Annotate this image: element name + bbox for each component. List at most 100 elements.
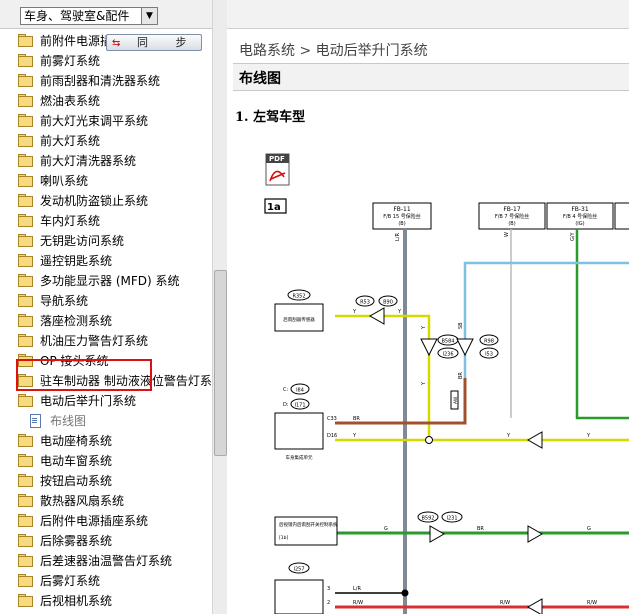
folder-icon [18, 114, 33, 127]
tree-item-folder[interactable]: 按钮启动系统 [0, 471, 212, 491]
tree-scrollbar[interactable] [212, 0, 227, 614]
tree-item-folder[interactable]: 发动机防盗锁止系统 [0, 191, 212, 211]
svg-text:I171: I171 [294, 403, 305, 409]
folder-icon [18, 374, 33, 387]
wire-label-br: BR [458, 372, 464, 379]
tree-item-folder[interactable]: 导航系统 [0, 291, 212, 311]
connector-r98: R98 [479, 334, 499, 346]
tree-item-folder[interactable]: 散热器风扇系统 [0, 491, 212, 511]
content-pane: 电路系统 > 电动后举升门系统 布线图 1. 左驾车型 PDF 1a FB-11… [227, 0, 629, 614]
page-tag: 1a [267, 202, 281, 213]
connector-i257: I257 [288, 562, 310, 574]
warning-unit-component: 后视镜内后雨刮开关控制系统 [1b] [274, 516, 338, 546]
tree-item-label: 前大灯清洗器系统 [40, 154, 137, 168]
tree-item-label: 多功能显示器 (MFD) 系统 [40, 274, 180, 288]
content-toolbar [227, 0, 629, 29]
folder-icon [18, 534, 33, 547]
connector-i53: I53 [479, 347, 499, 359]
tree-item-folder[interactable]: OP 接头系统 [0, 351, 212, 371]
wire-label-br: BR [477, 526, 484, 532]
tree-item-label: 前大灯光束调平系统 [40, 114, 149, 128]
folder-icon [18, 434, 33, 447]
svg-text:R352: R352 [292, 294, 305, 300]
folder-icon [18, 234, 33, 247]
body-ecu-component: 车身集成单元 [274, 412, 324, 461]
connector-triangle [526, 598, 543, 614]
pin-label: D: [283, 402, 289, 408]
wire-label-y: Y [397, 309, 402, 315]
tree-item-label: 落座检测系统 [40, 314, 113, 328]
tree-item-folder[interactable]: 遥控钥匙系统 [0, 251, 212, 271]
tree-item-label: 前雾灯系统 [40, 54, 101, 68]
wire-label-y: Y [506, 433, 511, 439]
svg-text:B584: B584 [442, 339, 455, 345]
svg-text:I236: I236 [442, 352, 453, 358]
folder-icon [18, 494, 33, 507]
tree-item-folder[interactable]: 多功能显示器 (MFD) 系统 [0, 271, 212, 291]
tree-item-folder[interactable]: 无钥匙访问系统 [0, 231, 212, 251]
sync-arrows-icon: ⇆ [112, 38, 121, 49]
unit-ref-label: [1b] [279, 535, 288, 541]
folder-icon [18, 354, 33, 367]
folder-icon [18, 574, 33, 587]
tree-item-folder[interactable]: 后视相机系统 [0, 591, 212, 611]
tree-item-folder[interactable]: 后附件电源插座系统 [0, 511, 212, 531]
wire-label-w: W [504, 232, 510, 237]
pdf-icon-label: PDF [269, 155, 285, 163]
tree-item-label: 驻车制动器 制动液液位警告灯系统 [40, 374, 212, 388]
tree-item-folder[interactable]: 机油压力警告灯系统 [0, 331, 212, 351]
tree-item-folder[interactable]: 喇叭系统 [0, 171, 212, 191]
tree-item-label: 按钮启动系统 [40, 474, 113, 488]
connector-b592: B592 [417, 511, 439, 523]
tree-item-folder[interactable]: 前雨刮器和清洗器系统 [0, 71, 212, 91]
tree-item-folder[interactable]: 落座检测系统 [0, 311, 212, 331]
fuse-code: FB-17 [503, 206, 521, 213]
tree-item-folder[interactable]: 车内灯系统 [0, 211, 212, 231]
tree-item-folder[interactable]: 燃油表系统 [0, 91, 212, 111]
tree-item-label: OP 接头系统 [40, 354, 109, 368]
tree-item-folder[interactable]: 驻车制动器 制动液液位警告灯系统 [0, 371, 212, 391]
pdf-icon[interactable]: PDF [265, 153, 290, 186]
fuse-box-fb31: FB-31 F/B 4 号保险丝 (IG) [546, 202, 614, 230]
folder-icon [18, 334, 33, 347]
folder-icon [18, 514, 33, 527]
connector-triangle [527, 525, 544, 543]
tree-item-folder[interactable]: 前大灯系统 [0, 131, 212, 151]
tree-item-folder[interactable]: 电动车窗系统 [0, 451, 212, 471]
svg-text:B592: B592 [422, 516, 435, 522]
tree-item-document[interactable]: 布线图 [0, 411, 212, 431]
tree-item-label: 车内灯系统 [40, 214, 101, 228]
tree-item-label: 喇叭系统 [40, 174, 89, 188]
wire-label-rw: R/W [587, 600, 597, 606]
fuse-name: F/B 15 号保险丝 [383, 213, 421, 220]
tree-item-folder[interactable]: 后雾灯系统 [0, 571, 212, 591]
wire-label-g: G [587, 526, 591, 532]
tree-item-folder[interactable]: 电动后举升门系统 [0, 391, 212, 411]
folder-icon [18, 174, 33, 187]
tree-item-folder[interactable]: 后除雾器系统 [0, 531, 212, 551]
sync-button[interactable]: ⇆ 同 步 [106, 34, 202, 51]
wire-label-y: Y [586, 433, 591, 439]
wire-sb [463, 261, 629, 378]
wiring-diagram: PDF 1a FB-11 F/B 15 号保险丝 (B) FB-17 F/B 7… [264, 153, 629, 614]
connector-triangle [420, 338, 438, 357]
category-select[interactable]: 车身、驾驶室&配件 ▼ [20, 7, 158, 25]
tree-item-folder[interactable]: 前雾灯系统 [0, 51, 212, 71]
tree-item-label: 燃油表系统 [40, 94, 101, 108]
tree-item-label: 后视相机系统 [40, 594, 113, 608]
document-icon [30, 414, 41, 428]
folder-icon [18, 254, 33, 267]
tree-item-folder[interactable]: 前大灯清洗器系统 [0, 151, 212, 171]
chevron-down-icon[interactable]: ▼ [141, 8, 157, 24]
folder-icon [18, 594, 33, 607]
warning-unit-label: 后视镜内后雨刮开关控制系统 [279, 521, 338, 528]
tree-item-folder[interactable]: 电动座椅系统 [0, 431, 212, 451]
tree-item-label: 导航系统 [40, 294, 89, 308]
wire-label-rw: R/W [353, 600, 363, 606]
tree-item-label: 电动后举升门系统 [40, 394, 137, 408]
scrollbar-thumb[interactable] [214, 270, 227, 456]
wire-label-y: Y [421, 381, 427, 386]
tree-item-folder[interactable]: 前大灯光束调平系统 [0, 111, 212, 131]
folder-icon [18, 54, 33, 67]
tree-item-folder[interactable]: 后差速器油温警告灯系统 [0, 551, 212, 571]
